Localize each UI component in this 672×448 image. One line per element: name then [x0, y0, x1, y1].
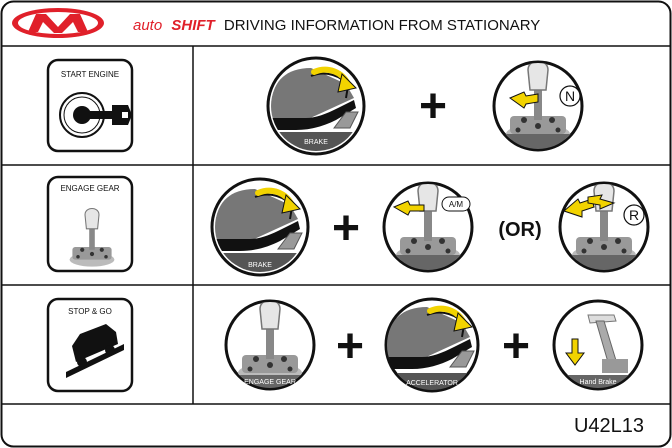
label-engage-gear: ENGAGE GEAR [60, 184, 119, 193]
step-engage-gear: ENGAGE GEAR [224, 299, 316, 391]
label-box-stop-go [46, 297, 134, 393]
label-box-engage-gear [46, 175, 134, 273]
page-title: auto SHIFT DRIVING INFORMATION FROM STAT… [133, 17, 540, 34]
ignition-key-icon [59, 92, 132, 138]
operator-plus-r1: + [419, 80, 447, 133]
row-engage-gear: ENGAGE GEAR BRAKE + A/M (OR) [46, 175, 650, 277]
caption-hand-brake: Hand Brake [580, 379, 617, 386]
row-stop-and-go: STOP & GO ENGAGE GEAR + ACCELERATOR + [46, 297, 644, 393]
label-stop-go: STOP & GO [68, 307, 112, 316]
step-gear-reverse: R [558, 181, 650, 273]
caption-brake-1: BRAKE [304, 139, 328, 146]
badge-reverse: R [629, 207, 639, 223]
caption-engage-gear: ENGAGE GEAR [244, 379, 296, 386]
title-auto: auto [133, 17, 162, 34]
title-shift: SHIFT [171, 17, 216, 34]
step-brake-2: BRAKE [210, 177, 310, 277]
step-gear-am: A/M [382, 181, 474, 273]
step-gear-neutral: N [492, 60, 584, 152]
caption-brake-2: BRAKE [248, 262, 272, 269]
operator-plus-r3a: + [336, 320, 364, 373]
step-brake-1: BRAKE [266, 56, 366, 156]
operator-plus-r2: + [332, 202, 360, 255]
vehicle-on-slope-icon [66, 324, 124, 378]
caption-accelerator: ACCELERATOR [406, 380, 458, 387]
step-accelerator: ACCELERATOR [384, 297, 480, 393]
operator-or: (OR) [498, 219, 541, 241]
label-start-engine: START ENGINE [61, 70, 119, 79]
badge-am: A/M [449, 200, 464, 209]
document-code: U42L13 [574, 415, 644, 437]
row-start-engine: START ENGINE BRAKE + N [46, 56, 584, 156]
mahindra-logo-icon [12, 8, 104, 38]
step-hand-brake: Hand Brake [552, 299, 644, 391]
title-rest: DRIVING INFORMATION FROM STATIONARY [224, 17, 540, 34]
operator-plus-r3b: + [502, 320, 530, 373]
badge-neutral: N [565, 88, 575, 104]
label-box-start-engine [46, 58, 134, 153]
